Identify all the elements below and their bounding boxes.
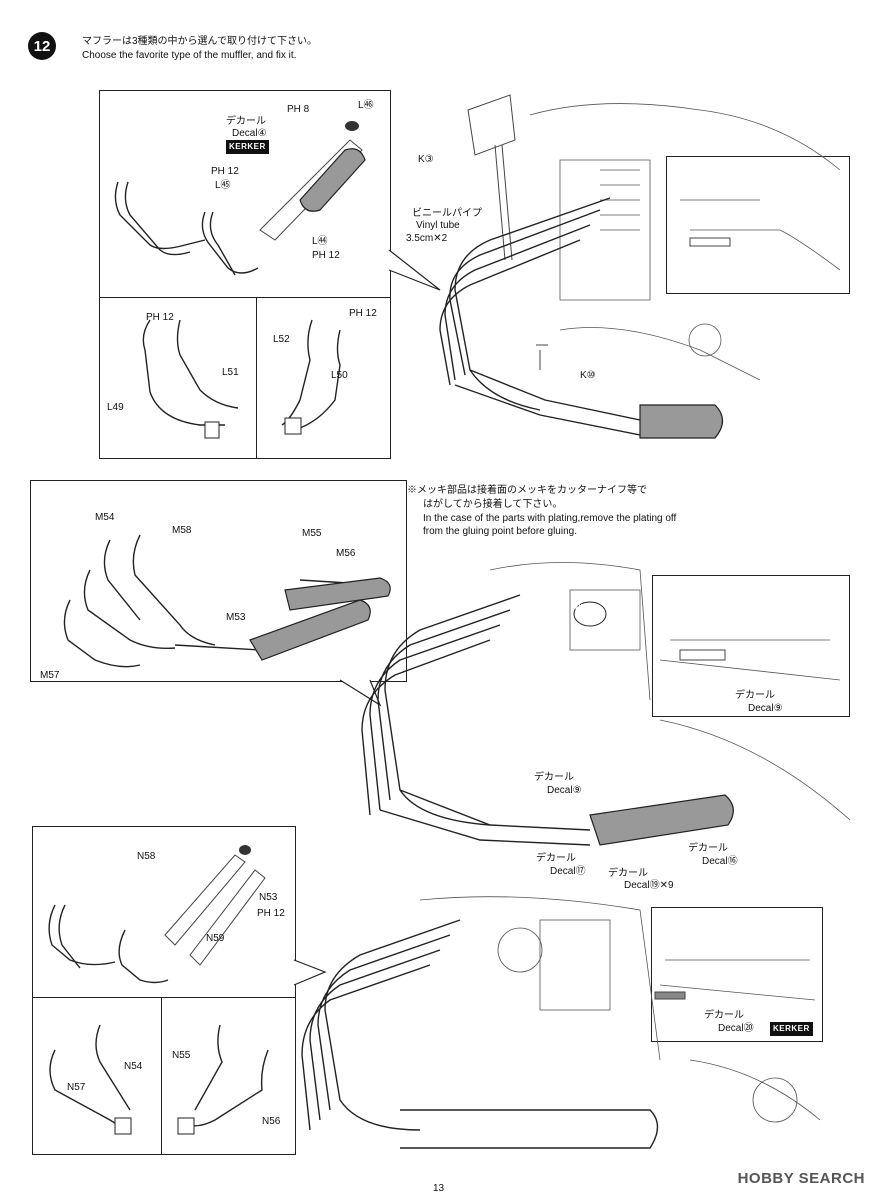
kerker-logo: KERKER — [226, 140, 269, 154]
label-decal16-ja: デカール — [688, 843, 728, 854]
label-vinyl-ja: ビニールパイプ — [412, 208, 482, 219]
step-title-ja: マフラーは3種類の中から選んで取り付けて下さい。 — [82, 36, 318, 47]
plating-note-en-1: In the case of the parts with plating,re… — [423, 513, 677, 524]
detail-inset-n-box — [651, 907, 823, 1042]
label-m58: M58 — [172, 525, 192, 536]
label-vinyl-size: 3.5cm✕2 — [406, 233, 448, 244]
label-decal4: Decal④ — [232, 128, 267, 139]
label-n58: N58 — [137, 851, 156, 862]
label-ph12-n: PH 12 — [257, 908, 285, 919]
label-ph12-b: PH 12 — [312, 250, 340, 261]
label-l52: L52 — [273, 334, 290, 345]
label-ph8: PH 8 — [287, 104, 310, 115]
label-inset-decal-ja: デカール — [735, 690, 775, 701]
label-n55: N55 — [172, 1050, 191, 1061]
label-l51: L51 — [222, 367, 239, 378]
inset-m-box — [30, 480, 407, 682]
label-ph12-inset-c: PH 12 — [349, 308, 377, 319]
label-ph12-a: PH 12 — [211, 166, 239, 177]
label-l49: L49 — [107, 402, 124, 413]
label-m55: M55 — [302, 528, 322, 539]
detail-inset-k-box — [666, 156, 850, 294]
label-m56: M56 — [336, 548, 356, 559]
label-vinyl-en: Vinyl tube — [416, 220, 460, 231]
label-n53: N53 — [259, 892, 278, 903]
engine-badge: BEET — [575, 603, 597, 612]
label-l45: L㊺ — [215, 180, 231, 191]
label-m54: M54 — [95, 512, 115, 523]
label-decal9: Decal⑨ — [547, 785, 582, 796]
plating-note-en-2: from the gluing point before gluing. — [423, 526, 577, 537]
label-decal19: Decal⑲✕9 — [624, 880, 674, 891]
label-k10: K⑩ — [580, 370, 596, 381]
inset-b-box — [99, 297, 259, 459]
label-decal20: Decal⑳ — [718, 1023, 754, 1034]
label-decal19-ja: デカール — [608, 868, 648, 879]
label-l44: L㊹ — [312, 236, 328, 247]
plating-note-ja-2: はがしてから接着して下さい。 — [423, 499, 563, 510]
inset-a-box — [99, 90, 391, 300]
label-n54: N54 — [124, 1061, 143, 1072]
label-m53: M53 — [226, 612, 246, 623]
label-n57: N57 — [67, 1082, 86, 1093]
inset-c-box — [256, 297, 391, 459]
label-decal9-ja: デカール — [534, 772, 574, 783]
label-decal17: Decal⑰ — [550, 866, 586, 877]
inset-n-left-box — [32, 997, 164, 1155]
label-inset-decal9: Decal⑨ — [748, 703, 783, 714]
label-decal17-ja: デカール — [536, 853, 576, 864]
label-n56: N56 — [262, 1116, 281, 1127]
label-ph12-inset-b: PH 12 — [146, 312, 174, 323]
plating-note-ja-1: ※メッキ部品は接着面のメッキをカッターナイフ等で — [407, 485, 647, 496]
page-number: 13 — [432, 1183, 445, 1194]
watermark: HOBBY SEARCH — [737, 1170, 865, 1187]
label-n59: N59 — [206, 933, 225, 944]
label-m57: M57 — [40, 670, 60, 681]
label-l46: L㊻ — [358, 100, 374, 111]
label-decal16: Decal⑯ — [702, 856, 738, 867]
label-inset-decal-n-ja: デカール — [704, 1010, 744, 1021]
step-number-badge: 12 — [28, 32, 56, 60]
detail-inset-m-box — [652, 575, 850, 717]
label-l50: L50 — [331, 370, 348, 381]
inset-n-box — [32, 826, 296, 1000]
kerker-logo-n: KERKER — [770, 1022, 813, 1036]
label-decal-ja-a: デカール — [226, 116, 266, 127]
step-title-en: Choose the favorite type of the muffler,… — [82, 50, 297, 61]
label-k3: K③ — [418, 154, 434, 165]
